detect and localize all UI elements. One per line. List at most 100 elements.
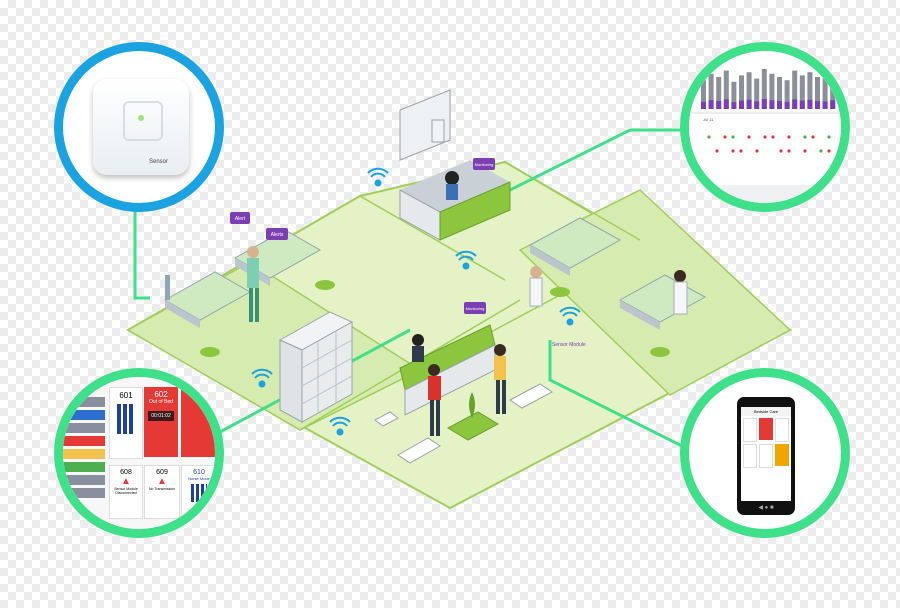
room-number: 610: [193, 469, 205, 476]
analytics-bar: [792, 70, 798, 109]
alert-timer: 00:01:02: [148, 411, 174, 421]
room-number: 609: [156, 469, 168, 476]
analytics-event-dot: [707, 135, 711, 139]
analytics-bar-segment: [723, 99, 729, 109]
room-card-609[interactable]: 609 ▲ No Transmission: [144, 465, 180, 519]
analytics-bar-segment: [807, 99, 813, 109]
analytics-bar: [754, 78, 760, 109]
sensor-brand-label: Sensor: [149, 159, 169, 165]
room-tags: Alert Alerts Monitoring Monitoring Senso…: [230, 158, 586, 348]
room-number: 608: [120, 469, 132, 476]
phone-room-cell[interactable]: [759, 444, 773, 468]
analytics-bar: [746, 72, 752, 109]
analytics-bar: [777, 77, 782, 109]
phone-room-cell[interactable]: [775, 444, 789, 466]
analytics-event-dot: [787, 149, 791, 153]
analytics-event-dot: [771, 135, 775, 139]
smartphone: Bedside Care ◀ ● ■: [737, 397, 795, 515]
sidebar-item[interactable]: [63, 397, 105, 407]
analytics-bar-segment: [701, 101, 706, 109]
callout-connectors: [133, 128, 701, 457]
room-status: Sensor Module Disconnected: [114, 487, 138, 495]
analytics-bar: [822, 78, 828, 109]
room-tag-4: [464, 302, 486, 314]
analytics-event-dot: [787, 135, 791, 139]
medicine-cabinet: [278, 311, 354, 423]
room-number: 602: [154, 390, 168, 399]
analytics-event-dot: [731, 149, 735, 153]
analytics-bar: [716, 77, 722, 109]
phone-room-cell[interactable]: [743, 444, 757, 468]
room-card-601[interactable]: 601: [109, 387, 143, 459]
patient-beds-right: [528, 217, 707, 357]
analytics-event-dot: [803, 149, 807, 153]
phone-room-cell[interactable]: [743, 418, 757, 442]
room-card-610[interactable]: 610 Nurse Mode: [181, 465, 215, 519]
room-tag-1-label: Alert: [235, 216, 246, 222]
mobile-app-callout: Bedside Care ◀ ● ■: [680, 368, 850, 538]
analytics-bar: [723, 70, 729, 109]
analytics-bar-segment: [746, 99, 752, 109]
room-tag-2-label: Alerts: [271, 232, 284, 238]
nurse-station: [399, 89, 511, 241]
analytics-event-dot: [755, 149, 759, 153]
analytics-bar: [761, 69, 767, 109]
analytics-bar: [739, 75, 744, 109]
sidebar-item[interactable]: [63, 488, 105, 498]
analytics-bar: [708, 73, 714, 109]
analytics-event-dot: [811, 135, 815, 139]
room-status: No Transmission: [148, 487, 176, 491]
analytics-date-label: Jul 11: [703, 117, 714, 122]
room-card-603[interactable]: [181, 387, 215, 457]
analytics-event-dot: [731, 135, 735, 139]
analytics-bar-segment: [799, 100, 805, 109]
floor-tag-label: Sensor Module: [552, 342, 586, 348]
analytics-bar-segment: [784, 101, 790, 109]
sidebar-item[interactable]: [63, 475, 105, 485]
analytics-event-dot: [715, 149, 719, 153]
phone-room-cell[interactable]: [775, 418, 789, 442]
waiting-area: [374, 344, 553, 464]
analytics-events: [707, 135, 831, 153]
phone-room-cell[interactable]: [759, 418, 773, 440]
room-card-602[interactable]: 602 Out of Bed 00:01:02: [144, 387, 178, 457]
room-number: 601: [119, 391, 133, 400]
patient-beds-left: [163, 229, 335, 357]
analytics-bar-segment: [731, 102, 737, 109]
analytics-bar-segment: [739, 100, 744, 109]
sidebar-item[interactable]: [63, 410, 105, 420]
analytics-bar: [731, 81, 737, 109]
room-tag-2: [266, 228, 288, 240]
analytics-event-dot: [819, 149, 823, 153]
analytics-bar-segment: [822, 101, 828, 109]
analytics-bar: [807, 72, 813, 109]
analytics-bar: [769, 73, 775, 109]
analytics-event-dot: [747, 135, 751, 139]
sidebar-item[interactable]: [63, 449, 105, 459]
analytics-bar: [815, 77, 820, 109]
phone-title: Bedside Care: [741, 407, 791, 416]
wifi-sensor-icons: [251, 167, 581, 436]
phone-nav-buttons[interactable]: ◀ ● ■: [758, 505, 774, 511]
warning-icon: ▲: [121, 476, 131, 487]
analytics-bar-segment: [815, 101, 820, 109]
room-tag-3-label: Monitoring: [475, 162, 494, 167]
phone-screen: Bedside Care: [741, 407, 791, 501]
room-tag-1: [230, 212, 250, 224]
central-desk: [399, 324, 496, 416]
analytics-bar-segment: [769, 100, 775, 109]
room-card-608[interactable]: 608 ▲ Sensor Module Disconnected: [109, 465, 143, 519]
analytics-callout: Jul 11: [680, 42, 850, 212]
analytics-event-dot: [723, 135, 727, 139]
analytics-bar-segment: [761, 99, 767, 109]
sensor-device-callout: Sensor: [54, 42, 224, 212]
analytics-event-dot: [763, 135, 767, 139]
analytics-bar-segment: [754, 101, 760, 109]
analytics-bar-segment: [830, 100, 836, 109]
sidebar-item[interactable]: [63, 423, 105, 433]
sidebar-item[interactable]: [63, 436, 105, 446]
analytics-bar: [701, 80, 706, 109]
sidebar-item[interactable]: [63, 462, 105, 472]
analytics-event-dot: [739, 149, 743, 153]
